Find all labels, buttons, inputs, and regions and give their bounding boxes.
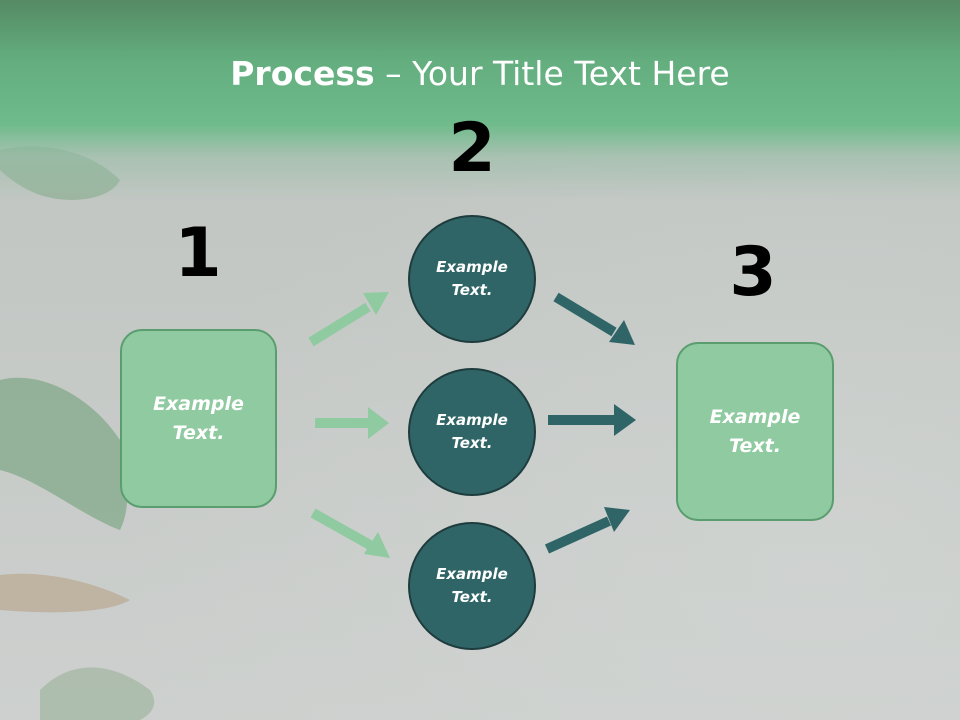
arrow-bottom-to-right [544,507,630,554]
step-number-3: 3 [729,233,777,312]
step-number-1: 1 [174,214,222,293]
title-bold: Process [230,54,375,93]
circle-top-line2: Text. [451,281,493,299]
slide-title: Process – Your Title Text Here [0,52,960,96]
circle-top-line1: Example [436,258,508,276]
step-box-right: Example Text. [676,342,834,521]
step-circle-bottom: Example Text. [408,522,536,650]
step-circle-middle: Example Text. [408,368,536,496]
title-rest: – Your Title Text Here [374,54,730,93]
step-number-2: 2 [448,109,496,188]
box-left-line1: Example [153,392,244,415]
step-box-left: Example Text. [120,329,277,508]
arrow-left-to-bottom [310,508,390,558]
arrow-middle-to-right [548,404,636,436]
arrow-left-to-top [308,292,389,347]
circle-bottom-line1: Example [436,565,508,583]
circle-middle-line2: Text. [451,434,493,452]
box-right-line1: Example [709,405,801,428]
arrow-top-to-right [553,292,635,345]
title-band [0,0,960,200]
box-left-line2: Text. [172,421,225,444]
arrow-left-to-middle [315,407,389,439]
box-right-line2: Text. [729,434,781,457]
circle-middle-line1: Example [436,411,508,429]
step-circle-top: Example Text. [408,215,536,343]
circle-bottom-line2: Text. [451,588,493,606]
